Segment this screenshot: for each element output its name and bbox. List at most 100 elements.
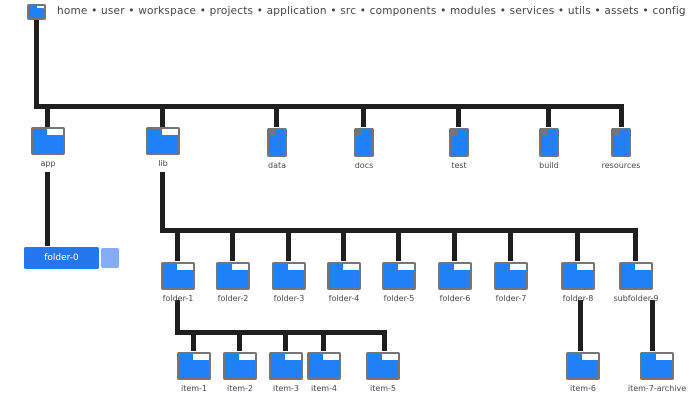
node-label[interactable]: folder-7 <box>495 294 527 303</box>
folder-body <box>496 270 526 288</box>
connector-drop-l2-2 <box>160 109 165 127</box>
node-label[interactable]: folder-3 <box>273 294 305 303</box>
folder-body <box>148 135 178 153</box>
node-label[interactable]: folder-4 <box>328 294 360 303</box>
connector-drop-l3-5 <box>396 233 401 261</box>
node-label[interactable]: test <box>451 161 467 170</box>
folder-body <box>163 270 193 288</box>
connector-drop-l3-2 <box>230 233 235 261</box>
connector-root-vertical <box>34 18 39 106</box>
connector-level4-bus <box>175 330 387 335</box>
node-label[interactable]: item-7-archive <box>627 384 687 393</box>
node-label[interactable]: docs <box>354 161 374 170</box>
folder-icon[interactable] <box>640 352 674 380</box>
node-label[interactable]: folder-2 <box>217 294 249 303</box>
file-corner-fold <box>541 130 547 136</box>
folder-tab-gap <box>453 264 470 270</box>
node-label[interactable]: item-4 <box>310 384 338 393</box>
node-label[interactable]: lib <box>158 159 168 168</box>
folder-icon[interactable] <box>327 262 361 290</box>
node-label[interactable]: app <box>40 159 56 168</box>
connector-drop-l2-4 <box>361 109 366 127</box>
node-label[interactable]: folder-8 <box>562 294 594 303</box>
connector-drop-l3-1 <box>175 233 180 261</box>
folder-tab-gap <box>161 129 178 135</box>
folder-tab-gap <box>381 354 398 360</box>
folder-tab <box>368 354 382 361</box>
node-label[interactable]: item-3 <box>272 384 300 393</box>
folder-icon[interactable] <box>438 262 472 290</box>
folder-tab <box>163 264 177 271</box>
file-icon[interactable] <box>354 128 374 157</box>
file-body <box>613 130 629 155</box>
folder-icon[interactable] <box>272 262 306 290</box>
folder-icon[interactable] <box>494 262 528 290</box>
folder-icon[interactable] <box>619 262 653 290</box>
file-icon[interactable] <box>267 128 287 157</box>
folder-tab-gap <box>238 354 255 360</box>
node-label[interactable]: resources <box>601 161 641 170</box>
folder-icon[interactable] <box>31 127 65 155</box>
folder-icon[interactable] <box>177 352 211 380</box>
folder-icon[interactable] <box>216 262 250 290</box>
connector-drop-l3-7 <box>508 233 513 261</box>
folder-body <box>563 270 593 288</box>
node-label[interactable]: folder-5 <box>383 294 415 303</box>
folder-body <box>329 270 359 288</box>
connector-level2-bus <box>34 104 624 109</box>
folder-body <box>271 360 301 378</box>
connector-vertical-folder8-child <box>578 300 583 351</box>
folder-tab-gap <box>634 264 651 270</box>
connector-drop-l2-6 <box>546 109 551 127</box>
folder-tab <box>621 264 635 271</box>
folder-body <box>225 360 255 378</box>
node-label[interactable]: build <box>539 161 559 170</box>
folder-body <box>29 8 44 18</box>
node-label[interactable]: data <box>267 161 287 170</box>
file-body <box>356 130 372 155</box>
node-label[interactable]: item-1 <box>180 384 208 393</box>
node-label[interactable]: subfolder-9 <box>613 294 659 303</box>
folder-icon[interactable] <box>366 352 400 380</box>
folder-tab <box>274 264 288 271</box>
connector-drop-l2-1 <box>45 109 50 127</box>
selected-folder-icon-box[interactable] <box>101 248 119 268</box>
folder-icon[interactable] <box>223 352 257 380</box>
folder-icon[interactable] <box>566 352 600 380</box>
file-icon[interactable] <box>611 128 631 157</box>
folder-icon[interactable] <box>161 262 195 290</box>
connector-vertical-folder9-child <box>650 300 655 351</box>
file-icon[interactable] <box>449 128 469 157</box>
folder-tab <box>218 264 232 271</box>
connector-drop-l3-6 <box>452 233 457 261</box>
node-label[interactable]: item-5 <box>369 384 397 393</box>
node-label[interactable]: item-2 <box>226 384 254 393</box>
folder-tab <box>563 264 577 271</box>
node-label[interactable]: folder-6 <box>439 294 471 303</box>
folder-body <box>440 270 470 288</box>
file-corner-fold <box>269 130 275 136</box>
connector-drop-l3-8 <box>575 233 580 261</box>
connector-drop-l4-3 <box>283 335 288 351</box>
root-label[interactable]: home • user • workspace • projects • app… <box>57 5 686 17</box>
file-corner-fold <box>613 130 619 136</box>
folder-icon[interactable] <box>146 127 180 155</box>
file-icon[interactable] <box>539 128 559 157</box>
connector-drop-l2-5 <box>456 109 461 127</box>
folder-icon[interactable] <box>382 262 416 290</box>
folder-body <box>179 360 209 378</box>
folder-tab-gap <box>287 264 304 270</box>
folder-tab-gap <box>576 264 593 270</box>
root-folder-icon[interactable] <box>27 4 46 20</box>
folder-tab <box>225 354 239 361</box>
selected-node-label-pill[interactable]: folder-0 <box>24 247 99 269</box>
node-label[interactable]: item-6 <box>569 384 597 393</box>
folder-body <box>218 270 248 288</box>
folder-tab <box>33 129 47 136</box>
file-corner-fold <box>356 130 362 136</box>
folder-icon[interactable] <box>269 352 303 380</box>
node-label[interactable]: folder-1 <box>162 294 194 303</box>
folder-icon[interactable] <box>307 352 341 380</box>
folder-icon[interactable] <box>561 262 595 290</box>
connector-drop-l4-4 <box>321 335 326 351</box>
